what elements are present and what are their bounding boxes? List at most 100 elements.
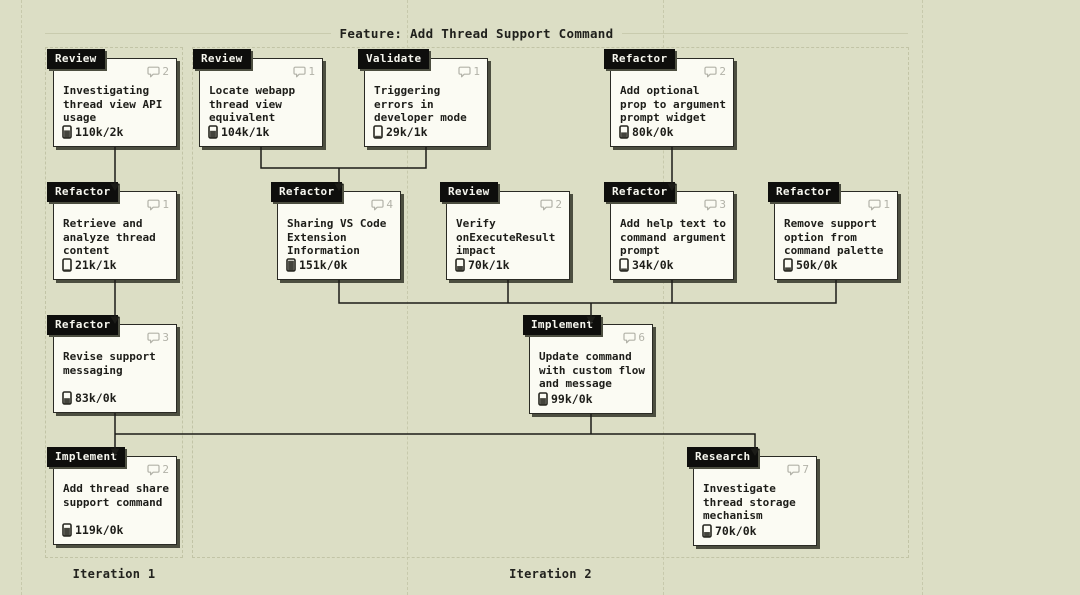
header-rule-right [622,33,908,34]
context-usage-stat: 29k/1k [373,125,428,139]
task-type-badge: Validate [358,49,430,69]
context-usage-value: 29k/1k [386,125,428,139]
context-usage-value: 70k/1k [468,258,510,272]
context-usage-value: 50k/0k [796,258,838,272]
comment-bubble-icon [147,66,160,77]
task-type-badge: Refactor [47,315,119,335]
card-title: Triggering errors in developer mode [374,84,467,124]
card-title: Add thread share support command [63,482,169,509]
comment-count-badge: 7 [787,463,809,476]
task-type-badge: Refactor [604,182,676,202]
card-title: Sharing VS Code Extension Information [287,217,387,257]
context-usage-value: 21k/1k [75,258,117,272]
comment-bubble-icon [147,464,160,475]
iteration-1-label: Iteration 1 [72,567,156,581]
header-rule-left [45,33,331,34]
context-usage-value: 83k/0k [75,391,117,405]
comment-bubble-icon [371,199,384,210]
context-usage-value: 104k/1k [221,125,270,139]
comment-count: 2 [162,65,169,78]
context-usage-value: 119k/0k [75,523,124,537]
iteration-2-region [192,47,909,558]
dashed-guide-line [21,0,22,595]
context-gauge-icon [619,125,629,139]
iteration-2-label: Iteration 2 [509,567,592,581]
comment-bubble-icon [147,332,160,343]
context-gauge-icon [373,125,383,139]
task-type-badge: Implement [523,315,602,335]
comment-bubble-icon [704,66,717,77]
context-gauge-icon [538,392,548,406]
card-title: Investigating thread view API usage [63,84,163,124]
context-usage-stat: 151k/0k [286,258,347,272]
comment-count-badge: 1 [293,65,315,78]
comment-count: 1 [308,65,315,78]
card-title: Revise support messaging [63,350,156,377]
comment-count-badge: 1 [868,198,890,211]
task-type-badge: Review [47,49,105,69]
context-gauge-icon [783,258,793,272]
card-title: Add help text to command argument prompt [620,217,726,257]
iteration-1-region [45,47,183,558]
comment-bubble-icon [540,199,553,210]
comment-count: 3 [719,198,726,211]
task-type-badge: Review [440,182,498,202]
task-type-badge: Refactor [768,182,840,202]
comment-count: 2 [719,65,726,78]
dashed-guide-line [922,0,923,595]
context-usage-stat: 70k/0k [702,524,757,538]
context-usage-value: 151k/0k [299,258,348,272]
comment-count: 2 [162,463,169,476]
comment-bubble-icon [147,199,160,210]
context-usage-value: 99k/0k [551,392,593,406]
context-gauge-icon [455,258,465,272]
comment-count: 2 [555,198,562,211]
comment-count: 3 [162,331,169,344]
comment-bubble-icon [458,66,471,77]
task-type-badge: Refactor [271,182,343,202]
context-usage-value: 110k/2k [75,125,124,139]
context-gauge-icon [62,523,72,537]
comment-count: 4 [386,198,393,211]
context-gauge-icon [702,524,712,538]
context-usage-stat: 80k/0k [619,125,674,139]
task-type-badge: Implement [47,447,126,467]
comment-count-badge: 3 [704,198,726,211]
context-usage-value: 70k/0k [715,524,757,538]
context-usage-stat: 119k/0k [62,523,123,537]
context-gauge-icon [62,125,72,139]
card-title: Retrieve and analyze thread content [63,217,156,257]
comment-count: 7 [802,463,809,476]
context-usage-stat: 50k/0k [783,258,838,272]
context-gauge-icon [62,391,72,405]
task-type-badge: Refactor [604,49,676,69]
comment-count: 6 [638,331,645,344]
context-usage-stat: 99k/0k [538,392,593,406]
comment-bubble-icon [704,199,717,210]
card-title: Update command with custom flow and mess… [539,350,645,390]
context-usage-stat: 21k/1k [62,258,117,272]
comment-count-badge: 1 [458,65,480,78]
card-title: Verify onExecuteResult impact [456,217,556,257]
comment-count-badge: 2 [540,198,562,211]
context-gauge-icon [62,258,72,272]
context-usage-stat: 70k/1k [455,258,510,272]
comment-count-badge: 1 [147,198,169,211]
context-usage-stat: 104k/1k [208,125,269,139]
feature-group-header: Feature: Add Thread Support Command [45,26,908,41]
comment-count: 1 [883,198,890,211]
